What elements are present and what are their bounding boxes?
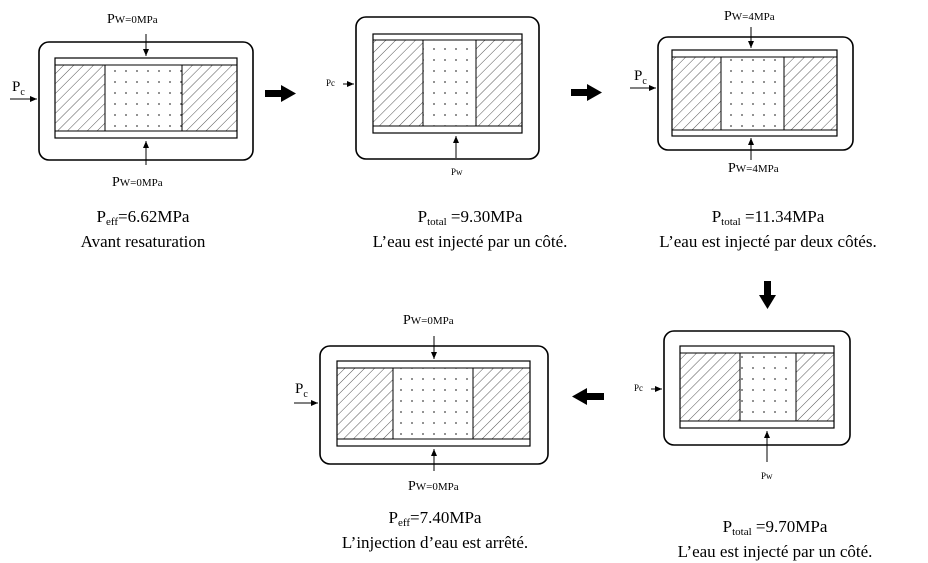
pw-label-cell5-top: PW=0MPa: [403, 313, 454, 328]
caption-cell2: Ptotal =9.30MPa L’eau est injecté par un…: [340, 207, 600, 252]
caption-pressure: Ptotal =11.34MPa: [711, 207, 825, 228]
flow-arrow-right-2: [571, 84, 602, 101]
cell-4: [651, 330, 851, 462]
caption-cell1: Peff=6.62MPa Avant resaturation: [38, 207, 248, 252]
pw-label-cell2: Pw: [451, 167, 463, 177]
pw-label-cell1-top: PW=0MPa: [107, 12, 158, 27]
caption-description: L’eau est injecté par un côté.: [372, 232, 568, 251]
cell-1: [10, 34, 254, 165]
caption-description: L’injection d’eau est arrêté.: [341, 533, 529, 552]
pw-label-cell5-bottom: PW=0MPa: [408, 479, 459, 494]
pc-label-cell5: Pc: [295, 381, 308, 400]
caption-cell5: Peff=7.40MPa L’injection d’eau est arrêt…: [300, 508, 570, 553]
cell-5: [294, 336, 549, 471]
pc-label-cell4: Pc: [634, 383, 644, 393]
caption-pressure: Ptotal =9.70MPa: [722, 517, 828, 538]
pw-label-cell4: Pw: [761, 471, 773, 481]
pc-label-cell2: Pc: [326, 78, 336, 88]
cell-2: [343, 16, 540, 160]
caption-cell3: Ptotal =11.34MPa L’eau est injecté par d…: [618, 207, 918, 252]
pc-label-cell3: Pc: [634, 68, 647, 87]
caption-description: L’eau est injecté par un côté.: [677, 542, 873, 561]
pw-label-cell3-top: PW=4MPa: [724, 9, 775, 24]
flow-arrow-right-1: [265, 85, 296, 102]
pc-label-cell1: Pc: [12, 79, 25, 98]
caption-pressure: Peff=7.40MPa: [388, 508, 482, 529]
pw-label-cell3-bottom: PW=4MPa: [728, 161, 779, 176]
caption-pressure: Peff=6.62MPa: [96, 207, 190, 228]
cell-3: [630, 27, 854, 160]
pw-label-cell1-bottom: PW=0MPa: [112, 175, 163, 190]
caption-pressure: Ptotal =9.30MPa: [417, 207, 523, 228]
flow-arrow-left: [572, 388, 604, 405]
flow-arrow-down: [759, 281, 776, 309]
caption-description: Avant resaturation: [80, 232, 206, 251]
caption-cell4: Ptotal =9.70MPa L’eau est injecté par un…: [640, 517, 910, 562]
caption-description: L’eau est injecté par deux côtés.: [659, 232, 877, 251]
